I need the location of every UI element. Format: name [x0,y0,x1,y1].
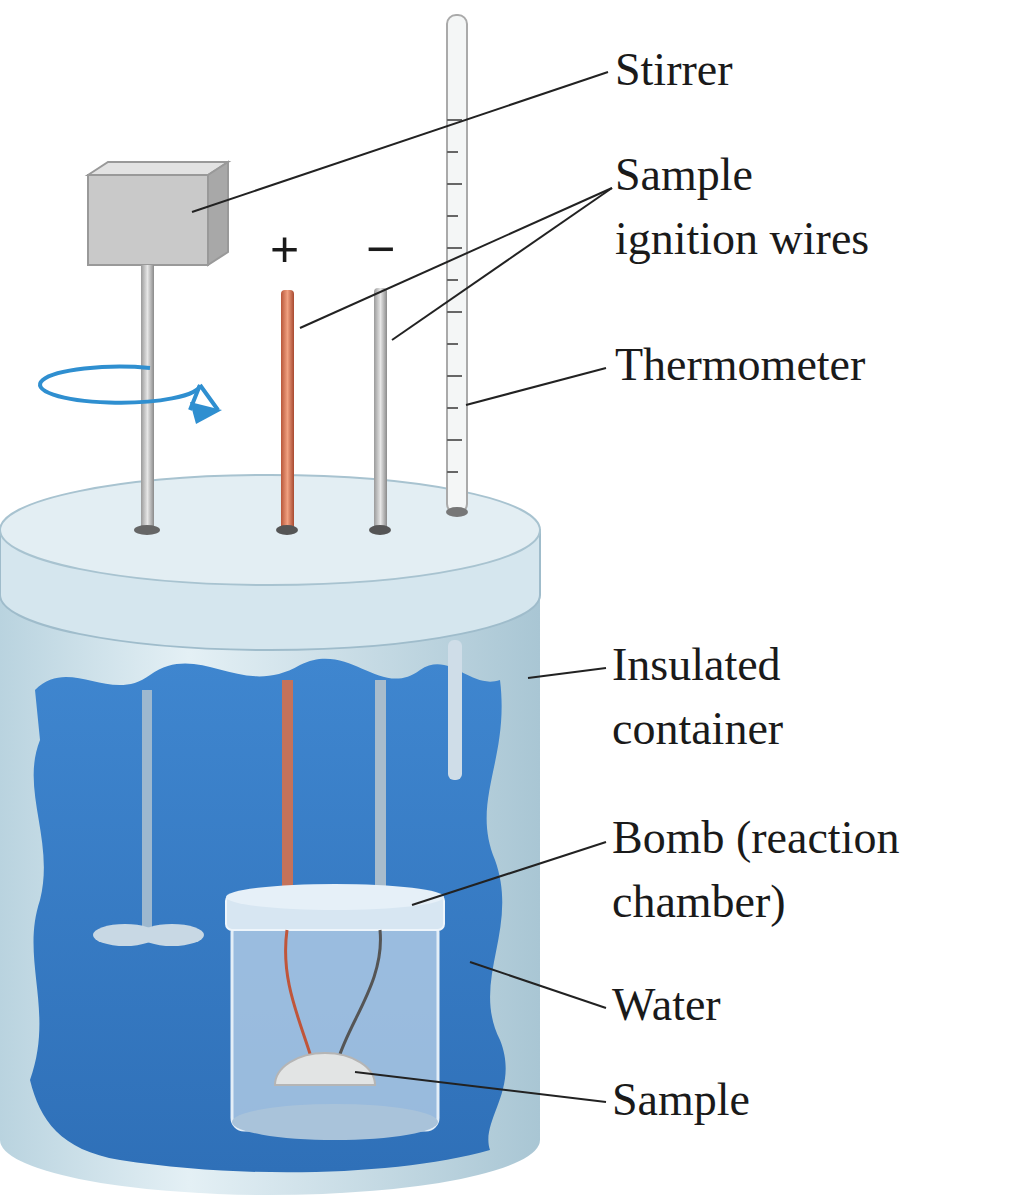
stirrer-motor [88,175,208,265]
stirrer-hole [134,525,160,535]
bomb-lid-top [226,884,444,910]
fuse-wire [286,930,312,1060]
part-label: Thermometer [615,333,865,397]
thermometer-hole [446,507,468,517]
stirrer-shaft [141,265,154,530]
wire-hole [276,525,298,535]
rotation-arrow [40,367,200,403]
stirrer-motor-side [208,162,228,265]
ignition-wire-negative [374,288,387,530]
stirrer-motor-top [88,162,228,175]
part-label: Stirrer [615,38,733,102]
ignition-wire-inner [282,680,293,920]
fuse-wire [338,930,380,1060]
ignition-wire-inner [375,680,386,920]
polarity-sign: + [270,224,299,274]
thermometer-bulb [448,640,462,780]
thermometer-tube [447,15,467,513]
wire-hole [369,525,391,535]
part-label: Sample [612,1068,750,1132]
polarity-sign: − [366,224,395,274]
bomb-base [232,1104,438,1140]
ignition-wire-positive [281,290,294,530]
part-label: Water [612,973,721,1037]
part-label: Sample ignition wires [615,143,890,271]
stirrer-shaft-inner [142,690,152,930]
water-cutaway [30,659,506,1173]
stirrer-blade [140,924,204,946]
part-label: Bomb (reaction chamber) [612,806,930,934]
sample-cup [275,1053,375,1085]
part-label: Insulated container [612,633,912,761]
leader-lines [192,72,612,1102]
bomb-chamber [232,920,438,1130]
rotation-arrow-head [190,402,222,424]
